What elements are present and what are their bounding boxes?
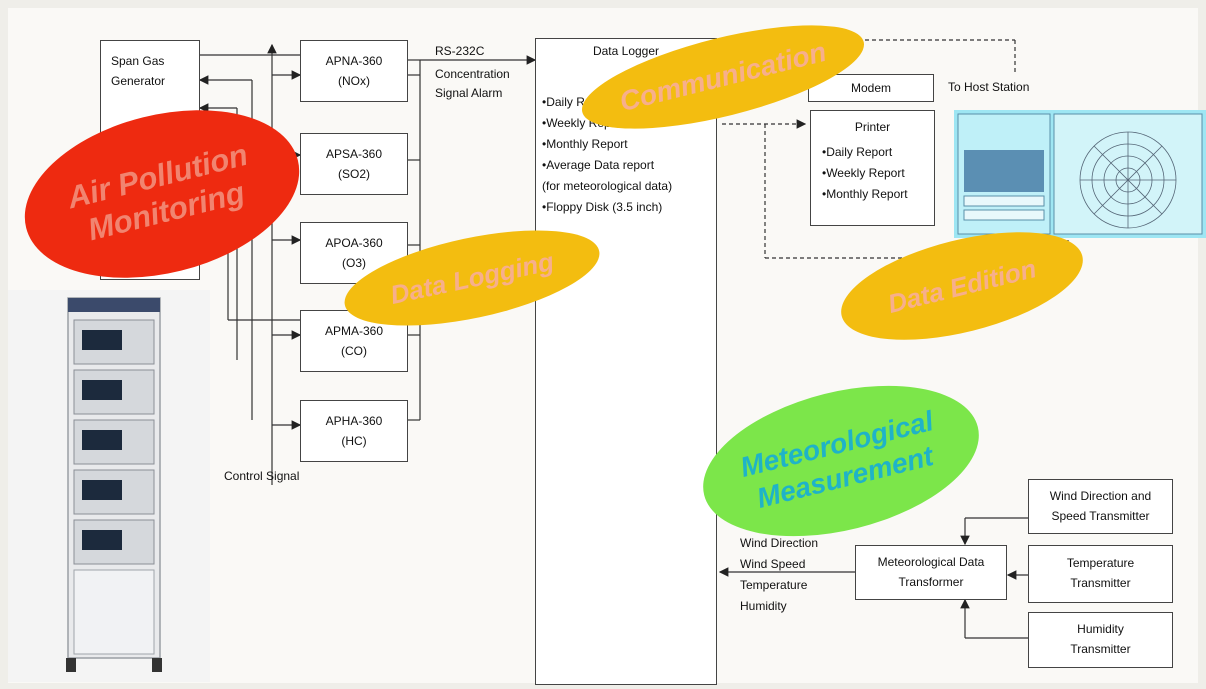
printer-item-weekly: •Weekly Report	[822, 166, 905, 180]
printer-item-monthly: •Monthly Report	[822, 187, 908, 201]
hum-tx-label-2: Transmitter	[1070, 642, 1131, 656]
hum-tx-label-1: Humidity	[1077, 622, 1124, 636]
wind-tx-label-2: Speed Transmitter	[1051, 509, 1150, 523]
apma-gas: (CO)	[341, 344, 367, 358]
apsa-name: APSA-360	[325, 147, 383, 161]
apoa-name: APOA-360	[325, 236, 383, 250]
printer-box: Printer	[810, 110, 935, 226]
apma-name: APMA-360	[324, 324, 384, 338]
apoa-gas: (O3)	[342, 256, 366, 270]
signal-alarm-label: Signal Alarm	[435, 86, 503, 100]
apna-name: APNA-360	[325, 54, 383, 68]
met-transformer-label-1: Meteorological Data	[877, 555, 985, 569]
control-signal-label: Control Signal	[224, 469, 300, 483]
apsa-360-box: APSA-360 (SO2)	[300, 133, 408, 195]
to-host-station-label: To Host Station	[948, 80, 1030, 94]
logger-item-floppy: •Floppy Disk (3.5 inch)	[542, 200, 663, 214]
apoa-360-box: APOA-360 (O3)	[300, 222, 408, 284]
printer-item-daily: •Daily Report	[822, 145, 893, 159]
data-logger-title: Data Logger	[592, 44, 660, 58]
apha-gas: (HC)	[341, 434, 367, 448]
humidity-transmitter-box: Humidity Transmitter	[1028, 612, 1173, 668]
concentration-label: Concentration	[435, 67, 510, 81]
apha-360-box: APHA-360 (HC)	[300, 400, 408, 462]
wind-tx-label-1: Wind Direction and	[1049, 489, 1152, 503]
temp-tx-label-2: Transmitter	[1070, 576, 1131, 590]
modem-label: Modem	[850, 81, 891, 95]
temperature-transmitter-box: Temperature Transmitter	[1028, 545, 1173, 603]
data-edition-label: Data Edition	[884, 252, 1040, 319]
apna-360-box: APNA-360 (NOx)	[300, 40, 408, 102]
rack-photo	[8, 290, 210, 682]
polar-plot-graphic	[957, 113, 1203, 235]
printer-items: •Daily Report •Weekly Report •Monthly Re…	[822, 142, 908, 205]
met-output-humidity: Humidity	[740, 599, 787, 613]
rs232c-label: RS-232C	[435, 44, 485, 58]
span-gas-label-1: Span Gas	[111, 54, 165, 68]
temp-tx-label-1: Temperature	[1066, 556, 1135, 570]
met-output-wind-speed: Wind Speed	[740, 557, 806, 571]
logger-item-monthly: •Monthly Report	[542, 137, 628, 151]
analyzer-rack-graphic	[66, 297, 162, 672]
met-transformer-label-2: Transformer	[898, 575, 964, 589]
met-outputs-list: Wind Direction Wind Speed Temperature Hu…	[740, 533, 818, 617]
data-logging-label: Data Logging	[387, 245, 557, 310]
met-output-wind-direction: Wind Direction	[740, 536, 819, 550]
apna-gas: (NOx)	[338, 74, 370, 88]
logger-item-meteorological: (for meteorological data)	[542, 179, 673, 193]
data-edition-screen-image	[954, 110, 1206, 238]
span-gas-label-2: Generator	[111, 74, 166, 88]
apsa-gas: (SO2)	[337, 167, 370, 181]
wind-transmitter-box: Wind Direction and Speed Transmitter	[1028, 479, 1173, 534]
apha-name: APHA-360	[325, 414, 383, 428]
logger-item-average: •Average Data report	[542, 158, 655, 172]
met-data-transformer-box: Meteorological Data Transformer	[855, 545, 1007, 600]
printer-title: Printer	[854, 120, 891, 134]
data-logger-box	[535, 38, 717, 685]
met-output-temperature: Temperature	[740, 578, 808, 592]
